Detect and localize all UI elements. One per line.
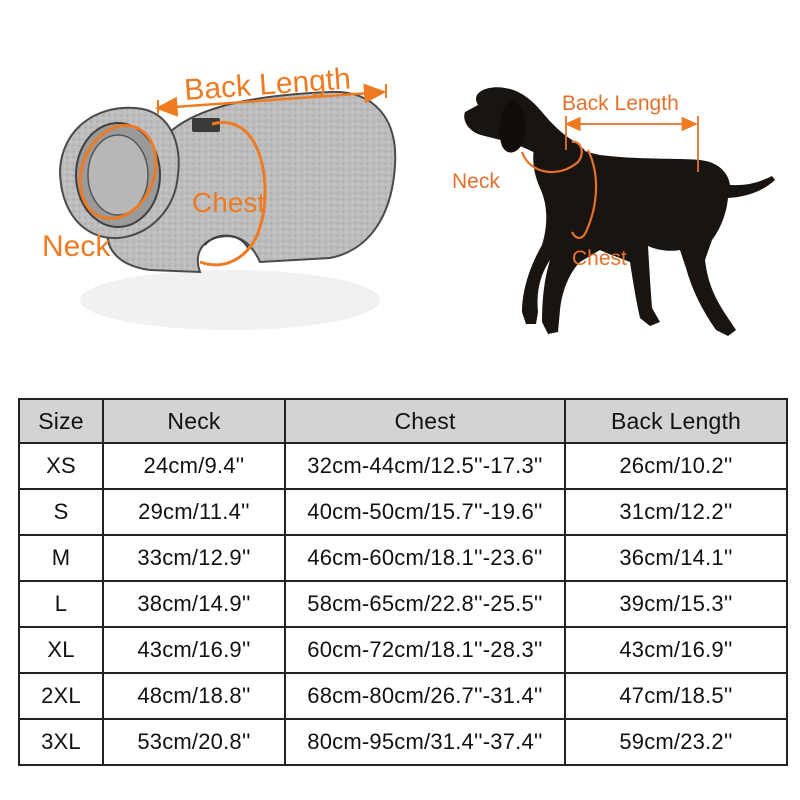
dog-back-length-arrow xyxy=(564,116,699,172)
cell-chest: 60cm-72cm/18.1''-28.3'' xyxy=(284,626,566,674)
cell-size: L xyxy=(18,580,104,628)
coat-back-length-arrow xyxy=(155,83,387,117)
header-size: Size xyxy=(18,398,104,444)
cell-chest: 58cm-65cm/22.8''-25.5'' xyxy=(284,580,566,628)
measurement-illustration: Back Length Neck Chest Back Length Neck … xyxy=(42,62,775,336)
cell-chest: 80cm-95cm/31.4''-37.4'' xyxy=(284,718,566,766)
dog-chest-loop xyxy=(571,149,598,240)
table-row: 3XL 53cm/20.8'' 80cm-95cm/31.4''-37.4'' … xyxy=(18,718,788,766)
cell-neck: 38cm/14.9'' xyxy=(102,580,286,628)
header-neck: Neck xyxy=(102,398,286,444)
dog-back-length-label: Back Length xyxy=(562,92,679,115)
cell-back-length: 47cm/18.5'' xyxy=(564,672,788,720)
cell-neck: 53cm/20.8'' xyxy=(102,718,286,766)
cell-size: XL xyxy=(18,626,104,674)
cell-size: XS xyxy=(18,442,104,490)
cell-size: 3XL xyxy=(18,718,104,766)
table-row: S 29cm/11.4'' 40cm-50cm/15.7''-19.6'' 31… xyxy=(18,488,788,536)
cell-size: S xyxy=(18,488,104,536)
table-row: XL 43cm/16.9'' 60cm-72cm/18.1''-28.3'' 4… xyxy=(18,626,788,674)
cell-size: M xyxy=(18,534,104,582)
coat-neck-loop xyxy=(78,123,158,221)
cell-back-length: 36cm/14.1'' xyxy=(564,534,788,582)
cell-back-length: 31cm/12.2'' xyxy=(564,488,788,536)
table-row: L 38cm/14.9'' 58cm-65cm/22.8''-25.5'' 39… xyxy=(18,580,788,628)
cell-chest: 68cm-80cm/26.7''-31.4'' xyxy=(284,672,566,720)
cell-neck: 24cm/9.4'' xyxy=(102,442,286,490)
table-row: XS 24cm/9.4'' 32cm-44cm/12.5''-17.3'' 26… xyxy=(18,442,788,490)
table-row: M 33cm/12.9'' 46cm-60cm/18.1''-23.6'' 36… xyxy=(18,534,788,582)
dog-chest-label: Chest xyxy=(572,247,627,270)
cell-back-length: 59cm/23.2'' xyxy=(564,718,788,766)
dog-silhouette xyxy=(464,87,775,336)
coat-chest-loop xyxy=(199,121,267,267)
cell-neck: 33cm/12.9'' xyxy=(102,534,286,582)
header-back-length: Back Length xyxy=(564,398,788,444)
size-chart-table: Size Neck Chest Back Length XS 24cm/9.4'… xyxy=(18,398,788,766)
coat-neck-label: Neck xyxy=(42,230,111,263)
header-chest: Chest xyxy=(284,398,566,444)
cell-size: 2XL xyxy=(18,672,104,720)
cell-chest: 32cm-44cm/12.5''-17.3'' xyxy=(284,442,566,490)
cell-neck: 43cm/16.9'' xyxy=(102,626,286,674)
table-row: 2XL 48cm/18.8'' 68cm-80cm/26.7''-31.4'' … xyxy=(18,672,788,720)
cell-neck: 29cm/11.4'' xyxy=(102,488,286,536)
table-header-row: Size Neck Chest Back Length xyxy=(18,398,788,444)
cell-neck: 48cm/18.8'' xyxy=(102,672,286,720)
cell-chest: 40cm-50cm/15.7''-19.6'' xyxy=(284,488,566,536)
coat-chest-label: Chest xyxy=(192,187,265,218)
cell-back-length: 43cm/16.9'' xyxy=(564,626,788,674)
dog-neck-loop xyxy=(520,140,583,174)
cell-back-length: 39cm/15.3'' xyxy=(564,580,788,628)
dog-neck-label: Neck xyxy=(452,170,500,193)
cell-chest: 46cm-60cm/18.1''-23.6'' xyxy=(284,534,566,582)
cell-back-length: 26cm/10.2'' xyxy=(564,442,788,490)
